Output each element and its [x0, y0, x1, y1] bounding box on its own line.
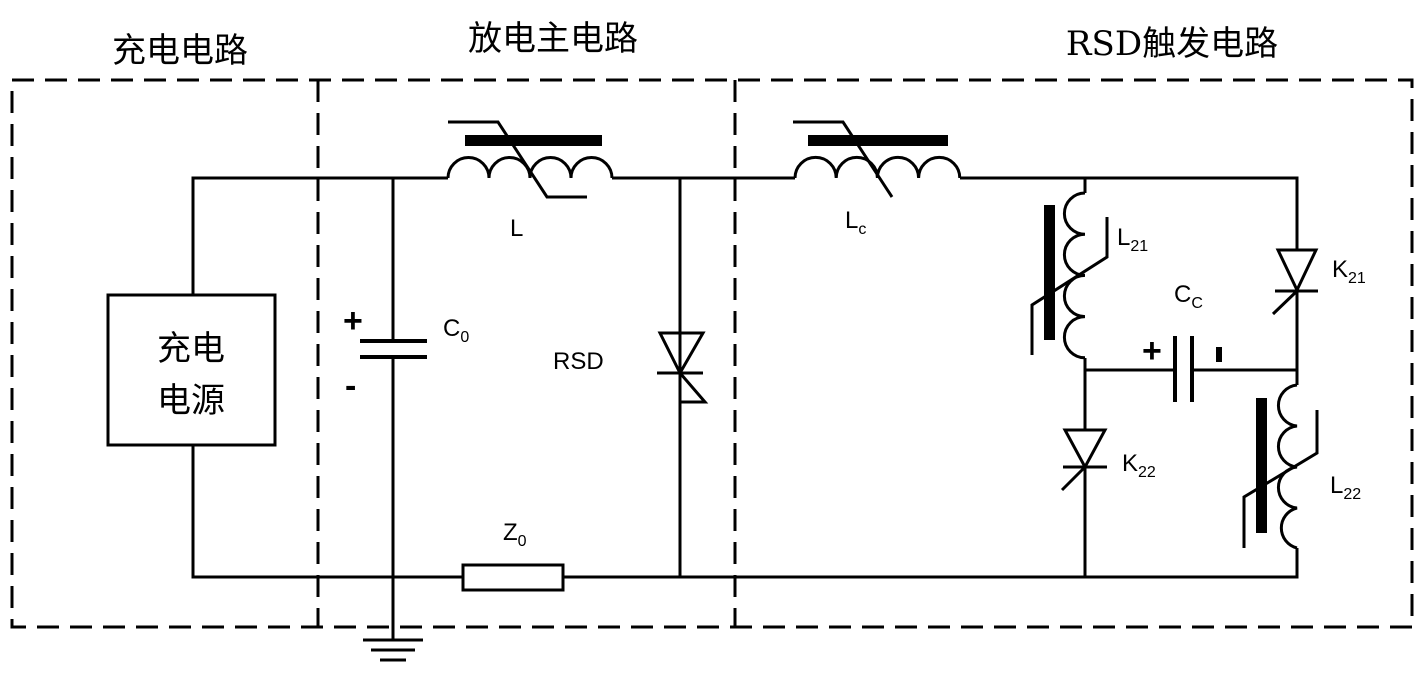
l-label: L [510, 215, 523, 242]
inductor-l: L [446, 120, 614, 242]
section-title-trigger: RSD触发电路 [1066, 24, 1278, 64]
thyristor-k21: K21 [1271, 248, 1366, 316]
cc-plus-sign: + [1142, 332, 1162, 370]
inductor-l22: L22 [1242, 383, 1361, 550]
c0-label: C0 [443, 315, 469, 346]
impedance-z0: Z0 [461, 519, 565, 592]
thyristor-k22: K22 [1060, 428, 1156, 492]
ground-icon [363, 638, 423, 662]
rsd-switch: RSD [553, 331, 709, 404]
c0-minus-sign: - [345, 367, 356, 405]
section-title-discharge: 放电主电路 [468, 19, 638, 59]
cc-label: CC [1174, 281, 1203, 312]
source-label-line1: 充电 [157, 329, 225, 369]
k22-label: K22 [1122, 450, 1156, 481]
source-label-line2: 电源 [157, 381, 225, 421]
lc-label: Lc [845, 207, 866, 238]
l22-label: L22 [1330, 472, 1361, 503]
k21-label: K21 [1332, 256, 1366, 287]
inductor-lc: Lc [793, 120, 962, 238]
wires [191, 176, 1299, 640]
capacitor-c0: + - C0 [343, 302, 469, 405]
cc-minus-mark [1216, 347, 1222, 362]
outer-dashed-box [10, 78, 1414, 629]
c0-plus-sign: + [343, 302, 363, 340]
section-title-charging: 充电电路 [112, 31, 248, 71]
l21-label: L21 [1117, 224, 1148, 255]
z0-label: Z0 [503, 519, 527, 550]
inductor-l21: L21 [1030, 191, 1148, 360]
capacitor-cc: + CC [1142, 281, 1222, 402]
rsd-label: RSD [553, 348, 604, 375]
charging-power-source: 充电 电源 [106, 293, 277, 447]
